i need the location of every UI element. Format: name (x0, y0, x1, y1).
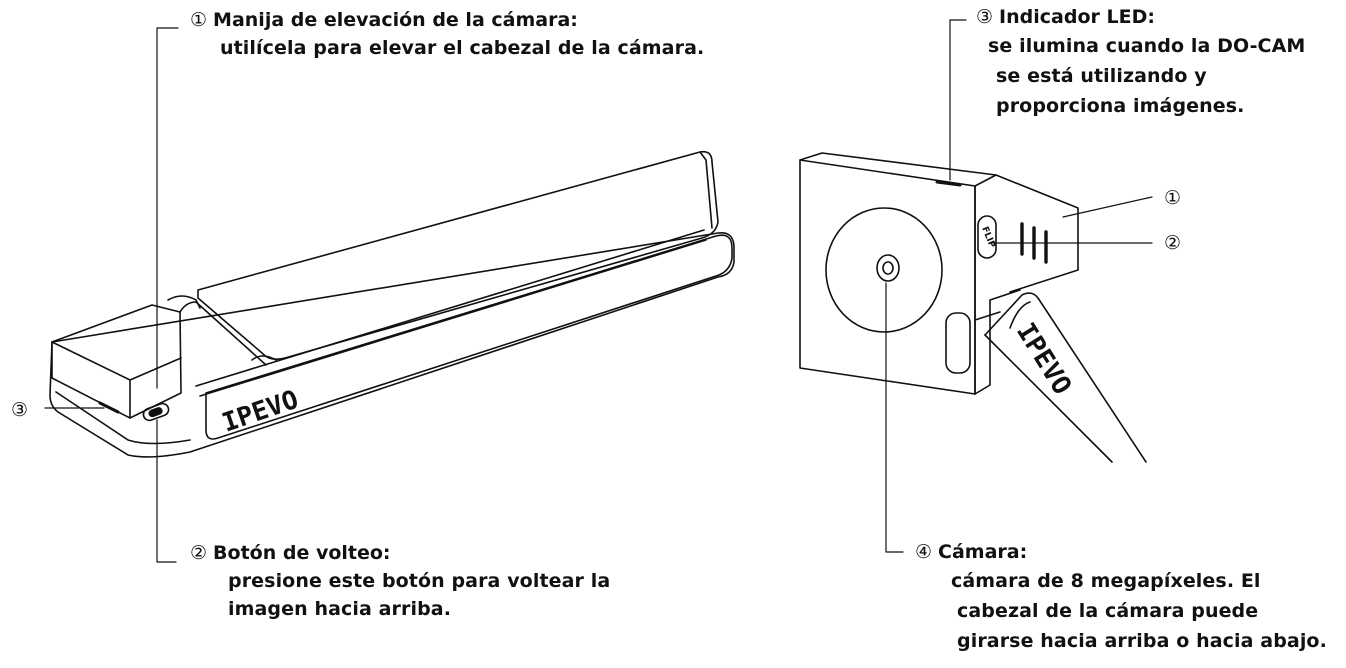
leader-lines-right (885, 19, 1153, 553)
callout-number: ② (190, 542, 208, 564)
marker-led-left: ③ (11, 399, 29, 421)
callout-title: Indicador LED: (999, 6, 1155, 28)
callout-title: Manija de elevación de la cámara: (213, 9, 578, 31)
callout-description: proporciona imágenes. (996, 95, 1245, 117)
callout-title: Botón de volteo: (213, 542, 391, 564)
callout-description: utilícela para elevar el cabezal de la c… (220, 37, 705, 59)
marker-flip-right: ② (1164, 232, 1182, 254)
callout-number: ① (190, 9, 208, 31)
callout-description: imagen hacia arriba. (228, 598, 452, 620)
callout-description: girarse hacia arriba o hacia abajo. (957, 630, 1327, 652)
leader-lines-left (44, 27, 179, 563)
brand-logo-right: IPEVO (1010, 318, 1077, 400)
callout-number: ③ (976, 6, 994, 28)
folded-camera-drawing (49, 150, 735, 458)
flip-button-label: FLIP (979, 225, 997, 249)
callout-title: Cámara: (938, 541, 1028, 563)
callout-description: se ilumina cuando la DO-CAM (988, 35, 1306, 57)
callout-description: se está utilizando y (996, 65, 1207, 87)
marker-handle-right: ① (1164, 187, 1182, 209)
brand-logo-left: IPEVO (219, 385, 303, 439)
callout-description: cabezal de la cámara puede (957, 600, 1259, 622)
callout-description: cámara de 8 megapíxeles. El (951, 570, 1261, 592)
callout-number: ④ (915, 541, 933, 563)
callout-description: presione este botón para voltear la (228, 570, 611, 592)
raised-camera-drawing (799, 152, 1147, 463)
